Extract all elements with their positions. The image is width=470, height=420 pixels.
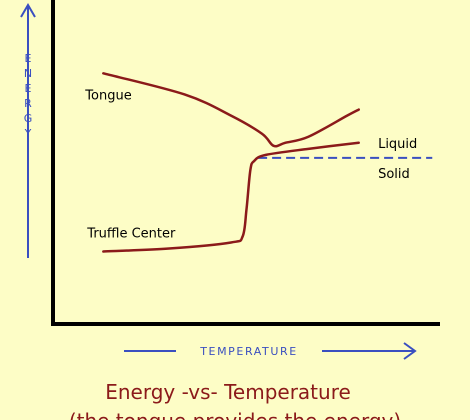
chart-title: Energy -vs- Temperature: [105, 380, 351, 404]
series-label-truffle-center: Truffle Center: [86, 227, 176, 242]
y-axis-label-letter: E: [25, 82, 32, 95]
y-axis-label-letter: R: [24, 97, 32, 110]
series-label-tongue: Tongue: [84, 88, 131, 103]
x-axis-arrowhead-icon: [403, 342, 417, 360]
x-axis-label: TEMPERATURE: [199, 345, 298, 358]
y-axis-arrowhead-icon: [20, 3, 36, 18]
y-axis-label-letter: E: [25, 52, 32, 65]
chart-subtitle: (the tongue provides the energy): [69, 409, 401, 420]
y-axis-label-letter: N: [24, 67, 32, 80]
y-axis-label-letter: Y: [24, 127, 32, 140]
annotation-solid: Solid: [378, 167, 410, 182]
series-line-truffle-center: [102, 141, 360, 253]
y-axis-label-letter: G: [24, 112, 33, 125]
annotation-liquid: Liquid: [378, 137, 417, 152]
series-line-tongue: [102, 72, 360, 148]
